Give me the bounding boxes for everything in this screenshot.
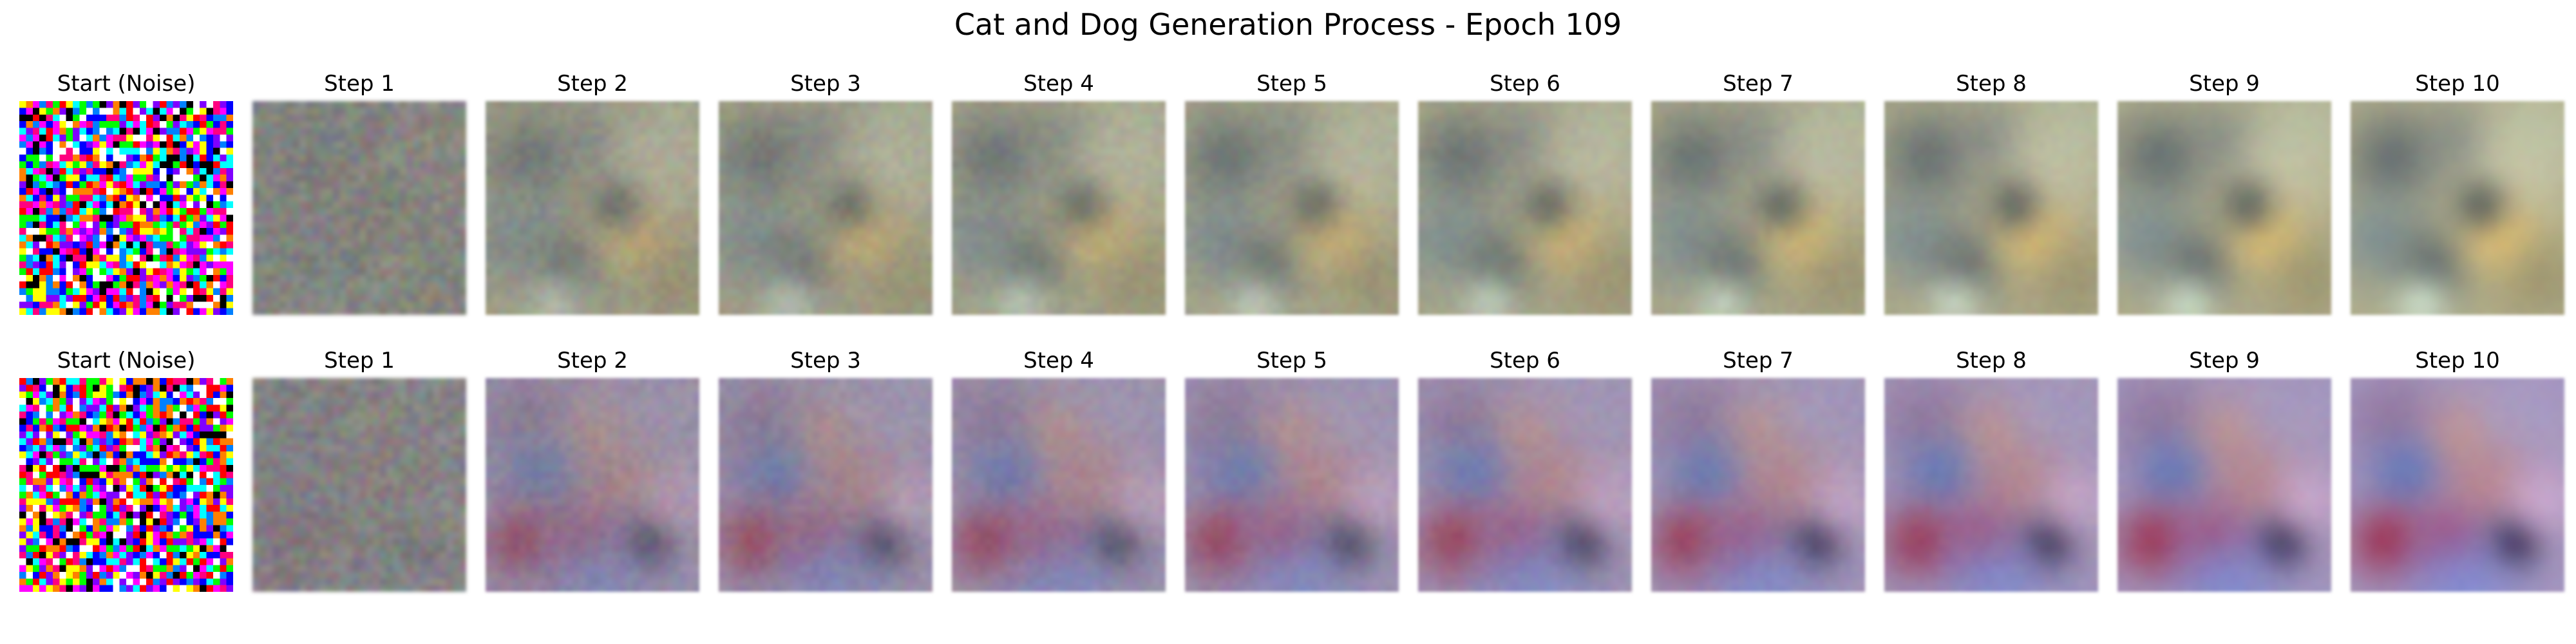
panel-step-8: Step 8 [1884,345,2098,602]
generated-image [2117,378,2331,592]
panel-title: Step 9 [2189,71,2260,97]
panel-title: Start (Noise) [57,348,196,374]
panel-title: Step 3 [790,348,861,374]
panel-title: Step 7 [1723,348,1794,374]
panel-step-2: Step 2 [486,68,699,325]
panel-step-10: Step 10 [2351,345,2564,602]
panel-title: Step 5 [1256,348,1327,374]
panel-step-10: Step 10 [2351,68,2564,325]
panel-step-1: Step 1 [252,68,466,325]
panel-title: Step 7 [1723,71,1794,97]
generated-image [1651,101,1865,315]
panel-title: Step 8 [1956,71,2027,97]
panel-title: Step 5 [1256,71,1327,97]
generated-image [486,378,699,592]
panel-title: Step 8 [1956,348,2027,374]
generated-image [1884,101,2098,315]
panel-step-7: Step 7 [1651,68,1865,325]
panel-step-5: Step 5 [1185,68,1399,325]
panel-step-1: Step 1 [252,345,466,602]
generated-image [1884,378,2098,592]
generated-image [252,101,466,315]
panel-step-9: Step 9 [2117,68,2331,325]
panel-start-noise: Start (Noise) [19,68,233,325]
panel-step-4: Step 4 [952,345,1166,602]
panel-title: Step 9 [2189,348,2260,374]
generated-image [1418,378,1632,592]
generated-image [252,378,466,592]
figure-title: Cat and Dog Generation Process - Epoch 1… [954,7,1622,42]
generated-image [719,101,933,315]
panel-title: Step 6 [1490,348,1560,374]
panel-step-9: Step 9 [2117,345,2331,602]
panel-step-5: Step 5 [1185,345,1399,602]
panel-start-noise: Start (Noise) [19,345,233,602]
noise-image [19,101,233,315]
panel-step-6: Step 6 [1418,345,1632,602]
generated-image [952,378,1166,592]
panel-title: Step 3 [790,71,861,97]
panel-step-3: Step 3 [719,345,933,602]
panel-title: Step 4 [1023,348,1094,374]
sample-row-1: Start (Noise) Step 1 Step 2 Step 3 Step … [19,68,2564,325]
generated-image [2117,101,2331,315]
panel-step-7: Step 7 [1651,345,1865,602]
generated-image [2351,101,2564,315]
generated-image [486,101,699,315]
generated-image [1651,378,1865,592]
sample-row-2: Start (Noise) Step 1 Step 2 Step 3 Step … [19,345,2564,602]
noise-image [19,378,233,592]
panel-title: Step 2 [557,71,628,97]
panel-title: Step 4 [1023,71,1094,97]
generated-image [719,378,933,592]
panel-title: Step 6 [1490,71,1560,97]
panel-step-8: Step 8 [1884,68,2098,325]
panel-step-3: Step 3 [719,68,933,325]
panel-step-2: Step 2 [486,345,699,602]
panel-title: Step 10 [2415,71,2500,97]
generated-image [1185,101,1399,315]
panel-title: Step 1 [324,71,395,97]
panel-title: Step 10 [2415,348,2500,374]
generated-image [952,101,1166,315]
generated-image [2351,378,2564,592]
panel-title: Step 2 [557,348,628,374]
panel-step-4: Step 4 [952,68,1166,325]
panel-step-6: Step 6 [1418,68,1632,325]
generated-image [1418,101,1632,315]
generated-image [1185,378,1399,592]
panel-title: Step 1 [324,348,395,374]
panel-title: Start (Noise) [57,71,196,97]
